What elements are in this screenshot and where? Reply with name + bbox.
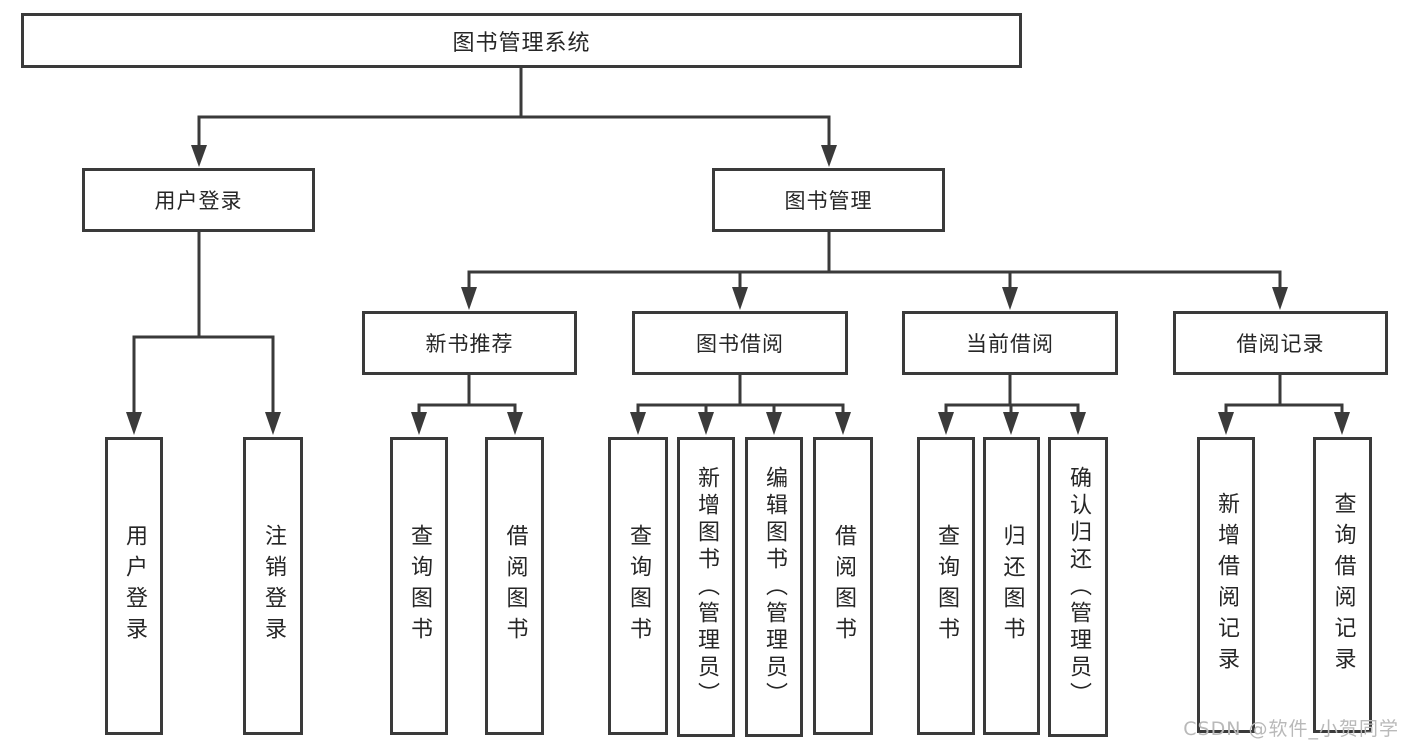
node-label: 查询图书 (934, 524, 959, 648)
node-label: 查询借阅记录 (1330, 492, 1356, 678)
node-book-borrowing: 图书借阅 (632, 311, 848, 375)
node-label: 图书管理 (784, 189, 873, 213)
leaf-borrow-books-1: 借阅图书 (485, 437, 544, 735)
node-label: 编辑图书（管理员） (762, 465, 787, 709)
leaf-confirm-return-admin: 确认归还（管理员） (1048, 437, 1108, 737)
edge-current-to-leaves (944, 373, 1080, 415)
node-label: 用户登录 (154, 189, 243, 213)
node-label: 查询图书 (626, 524, 651, 648)
node-label: 新书推荐 (425, 332, 514, 356)
node-label: 新增图书（管理员） (694, 465, 719, 709)
node-label: 图书借阅 (696, 332, 784, 356)
node-label: 归还图书 (999, 524, 1025, 648)
leaf-query-books-2: 查询图书 (608, 437, 668, 735)
node-label: 借阅图书 (831, 524, 856, 648)
node-label: 当前借阅 (966, 332, 1054, 356)
node-label: 借阅图书 (502, 524, 528, 648)
leaf-logout: 注销登录 (243, 437, 303, 735)
leaf-add-books-admin: 新增图书（管理员） (677, 437, 735, 737)
node-new-book-recommend: 新书推荐 (362, 311, 577, 375)
edge-bookmgmt-to-level3 (467, 230, 1282, 290)
node-label: 注销登录 (261, 524, 286, 648)
node-label: 图书管理系统 (452, 30, 591, 56)
leaf-return-books: 归还图书 (983, 437, 1040, 735)
node-borrowing-records: 借阅记录 (1173, 311, 1388, 375)
leaf-query-books-1: 查询图书 (390, 437, 448, 735)
edge-userlogin-to-leaves (132, 230, 275, 415)
node-current-borrowing: 当前借阅 (902, 311, 1118, 375)
arrowheads (126, 145, 1350, 435)
node-label: 确认归还（管理员） (1066, 465, 1091, 709)
csdn-watermark: CSDN @软件_小贺同学 (1183, 718, 1399, 740)
edge-newbook-to-leaves (417, 373, 517, 415)
leaf-add-borrow-record: 新增借阅记录 (1197, 437, 1255, 733)
edge-records-to-leaves (1224, 373, 1344, 415)
node-root-library-system: 图书管理系统 (21, 13, 1022, 68)
leaf-query-books-3: 查询图书 (917, 437, 975, 735)
node-label: 查询图书 (407, 524, 432, 648)
leaf-query-borrow-record: 查询借阅记录 (1313, 437, 1372, 733)
node-label: 用户登录 (122, 524, 147, 648)
edge-borrow-to-leaves (636, 373, 845, 415)
leaf-borrow-books-2: 借阅图书 (813, 437, 873, 735)
leaf-user-login: 用户登录 (105, 437, 163, 735)
node-user-login: 用户登录 (82, 168, 315, 232)
node-label: 新增借阅记录 (1214, 492, 1239, 678)
edge-root-to-level2 (197, 66, 831, 149)
leaf-edit-books-admin: 编辑图书（管理员） (745, 437, 803, 737)
node-label: 借阅记录 (1236, 332, 1325, 356)
node-book-management: 图书管理 (712, 168, 945, 232)
